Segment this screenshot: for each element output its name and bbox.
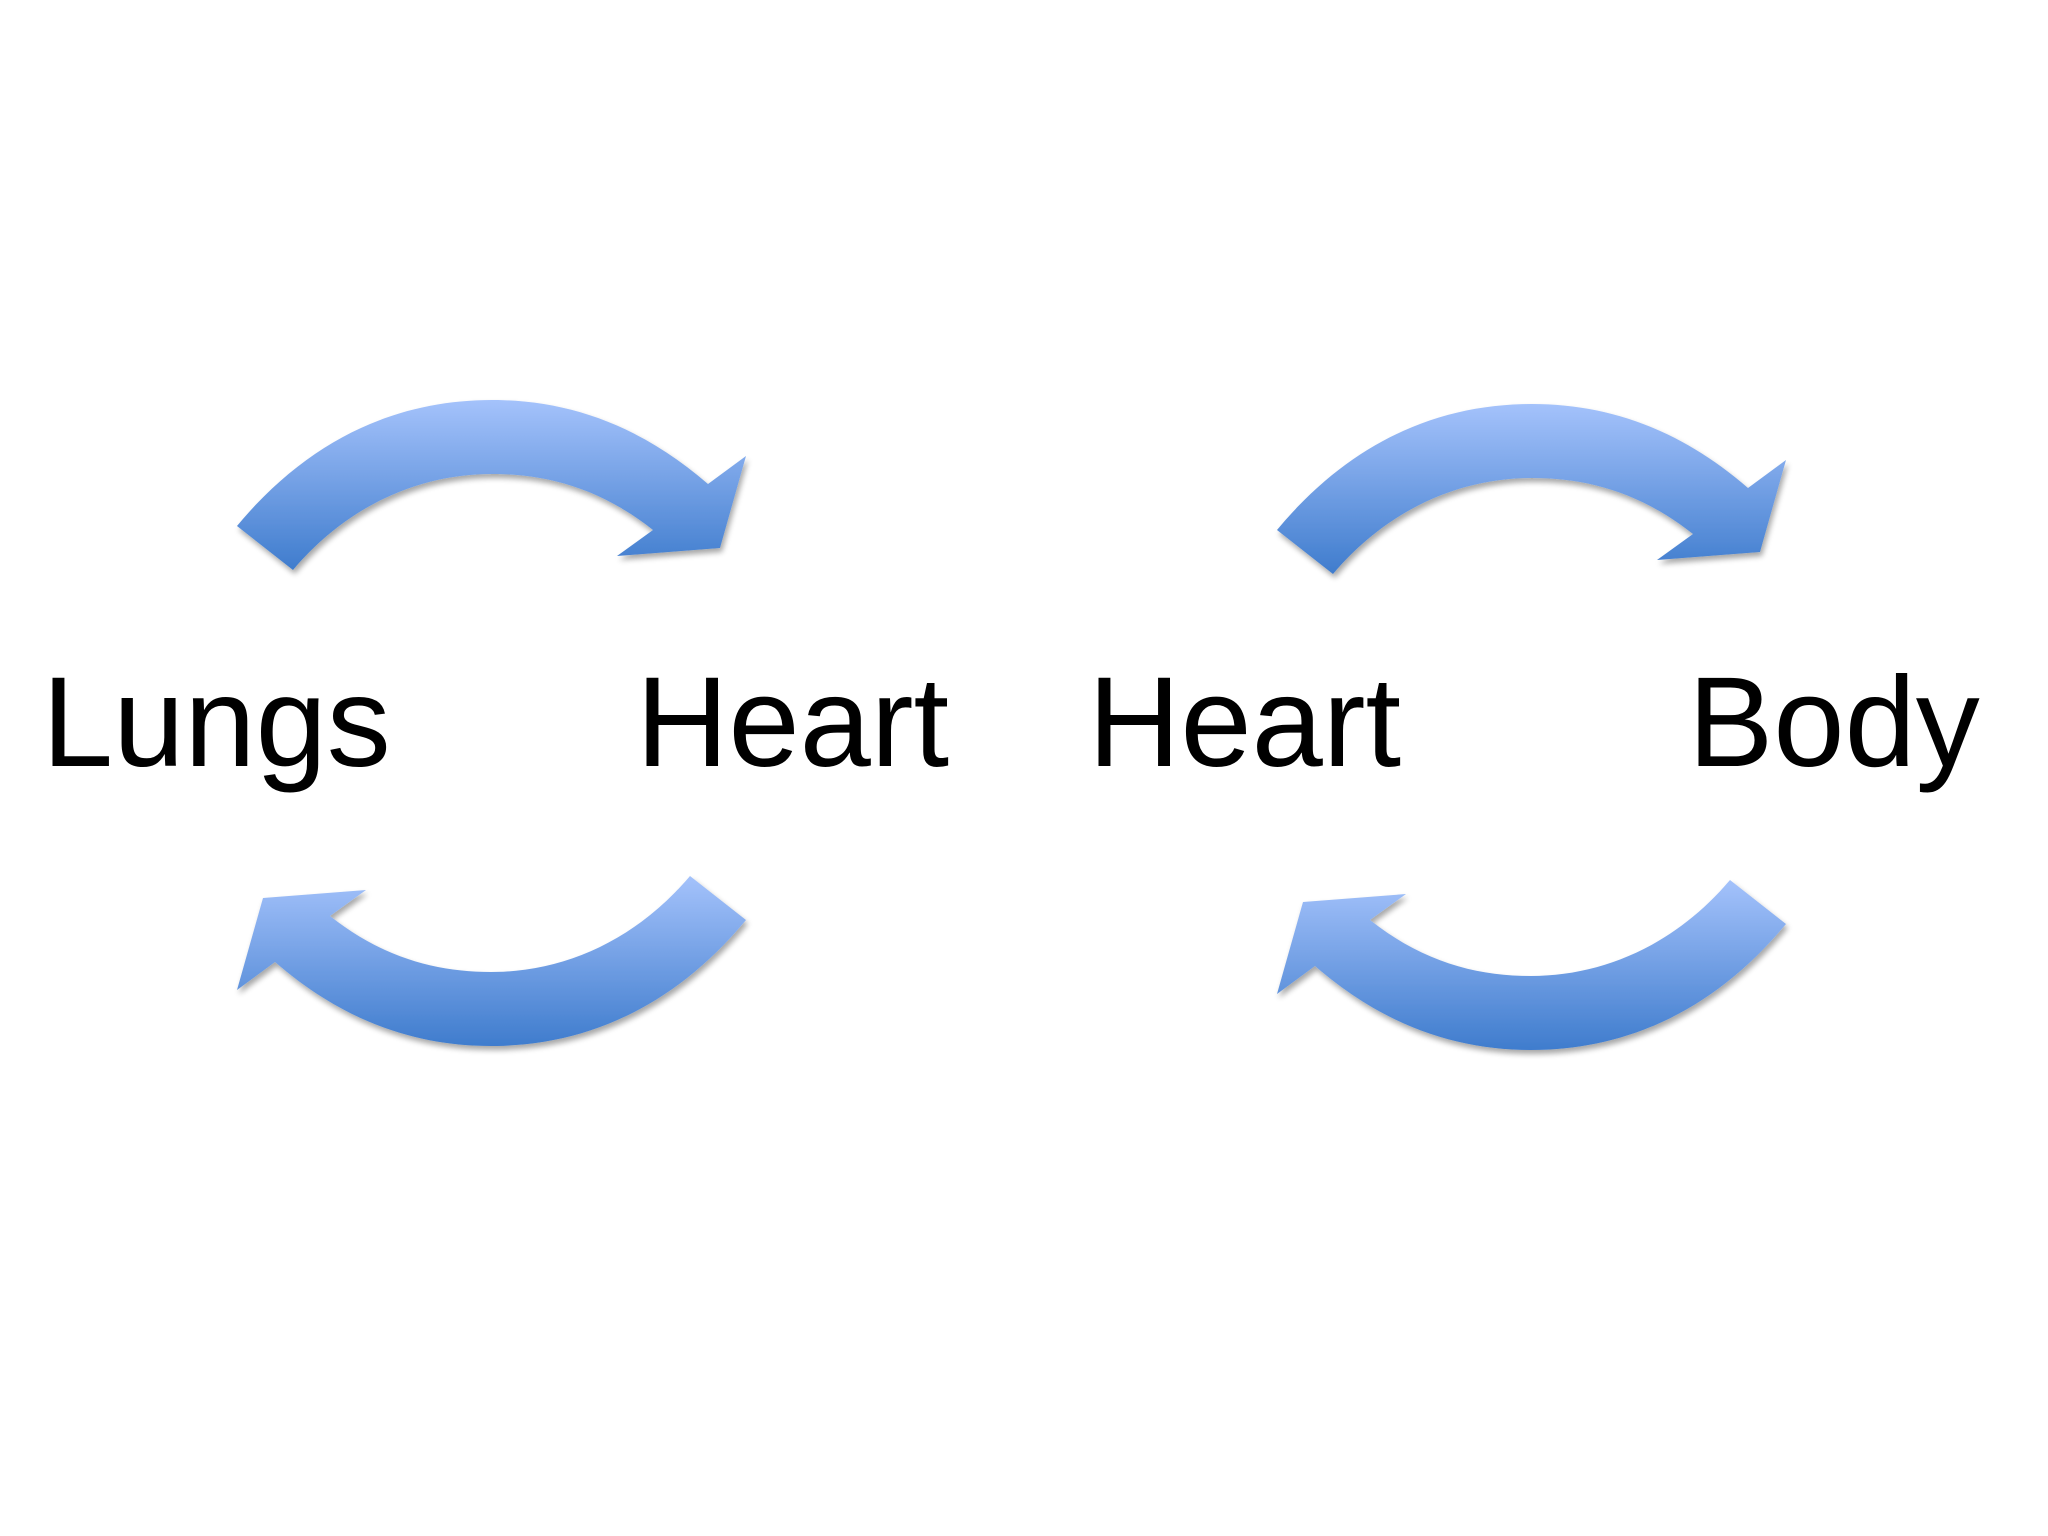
label-body: Body (1688, 651, 1980, 794)
label-heart-right: Heart (1088, 651, 1401, 794)
arrow-lungs-to-heart (237, 400, 746, 570)
arrow-body-to-heart (1277, 880, 1786, 1050)
label-lungs: Lungs (42, 651, 391, 794)
label-heart-left: Heart (636, 651, 949, 794)
arrow-heart-to-lungs (237, 876, 746, 1046)
arrow-heart-to-body (1277, 404, 1786, 574)
